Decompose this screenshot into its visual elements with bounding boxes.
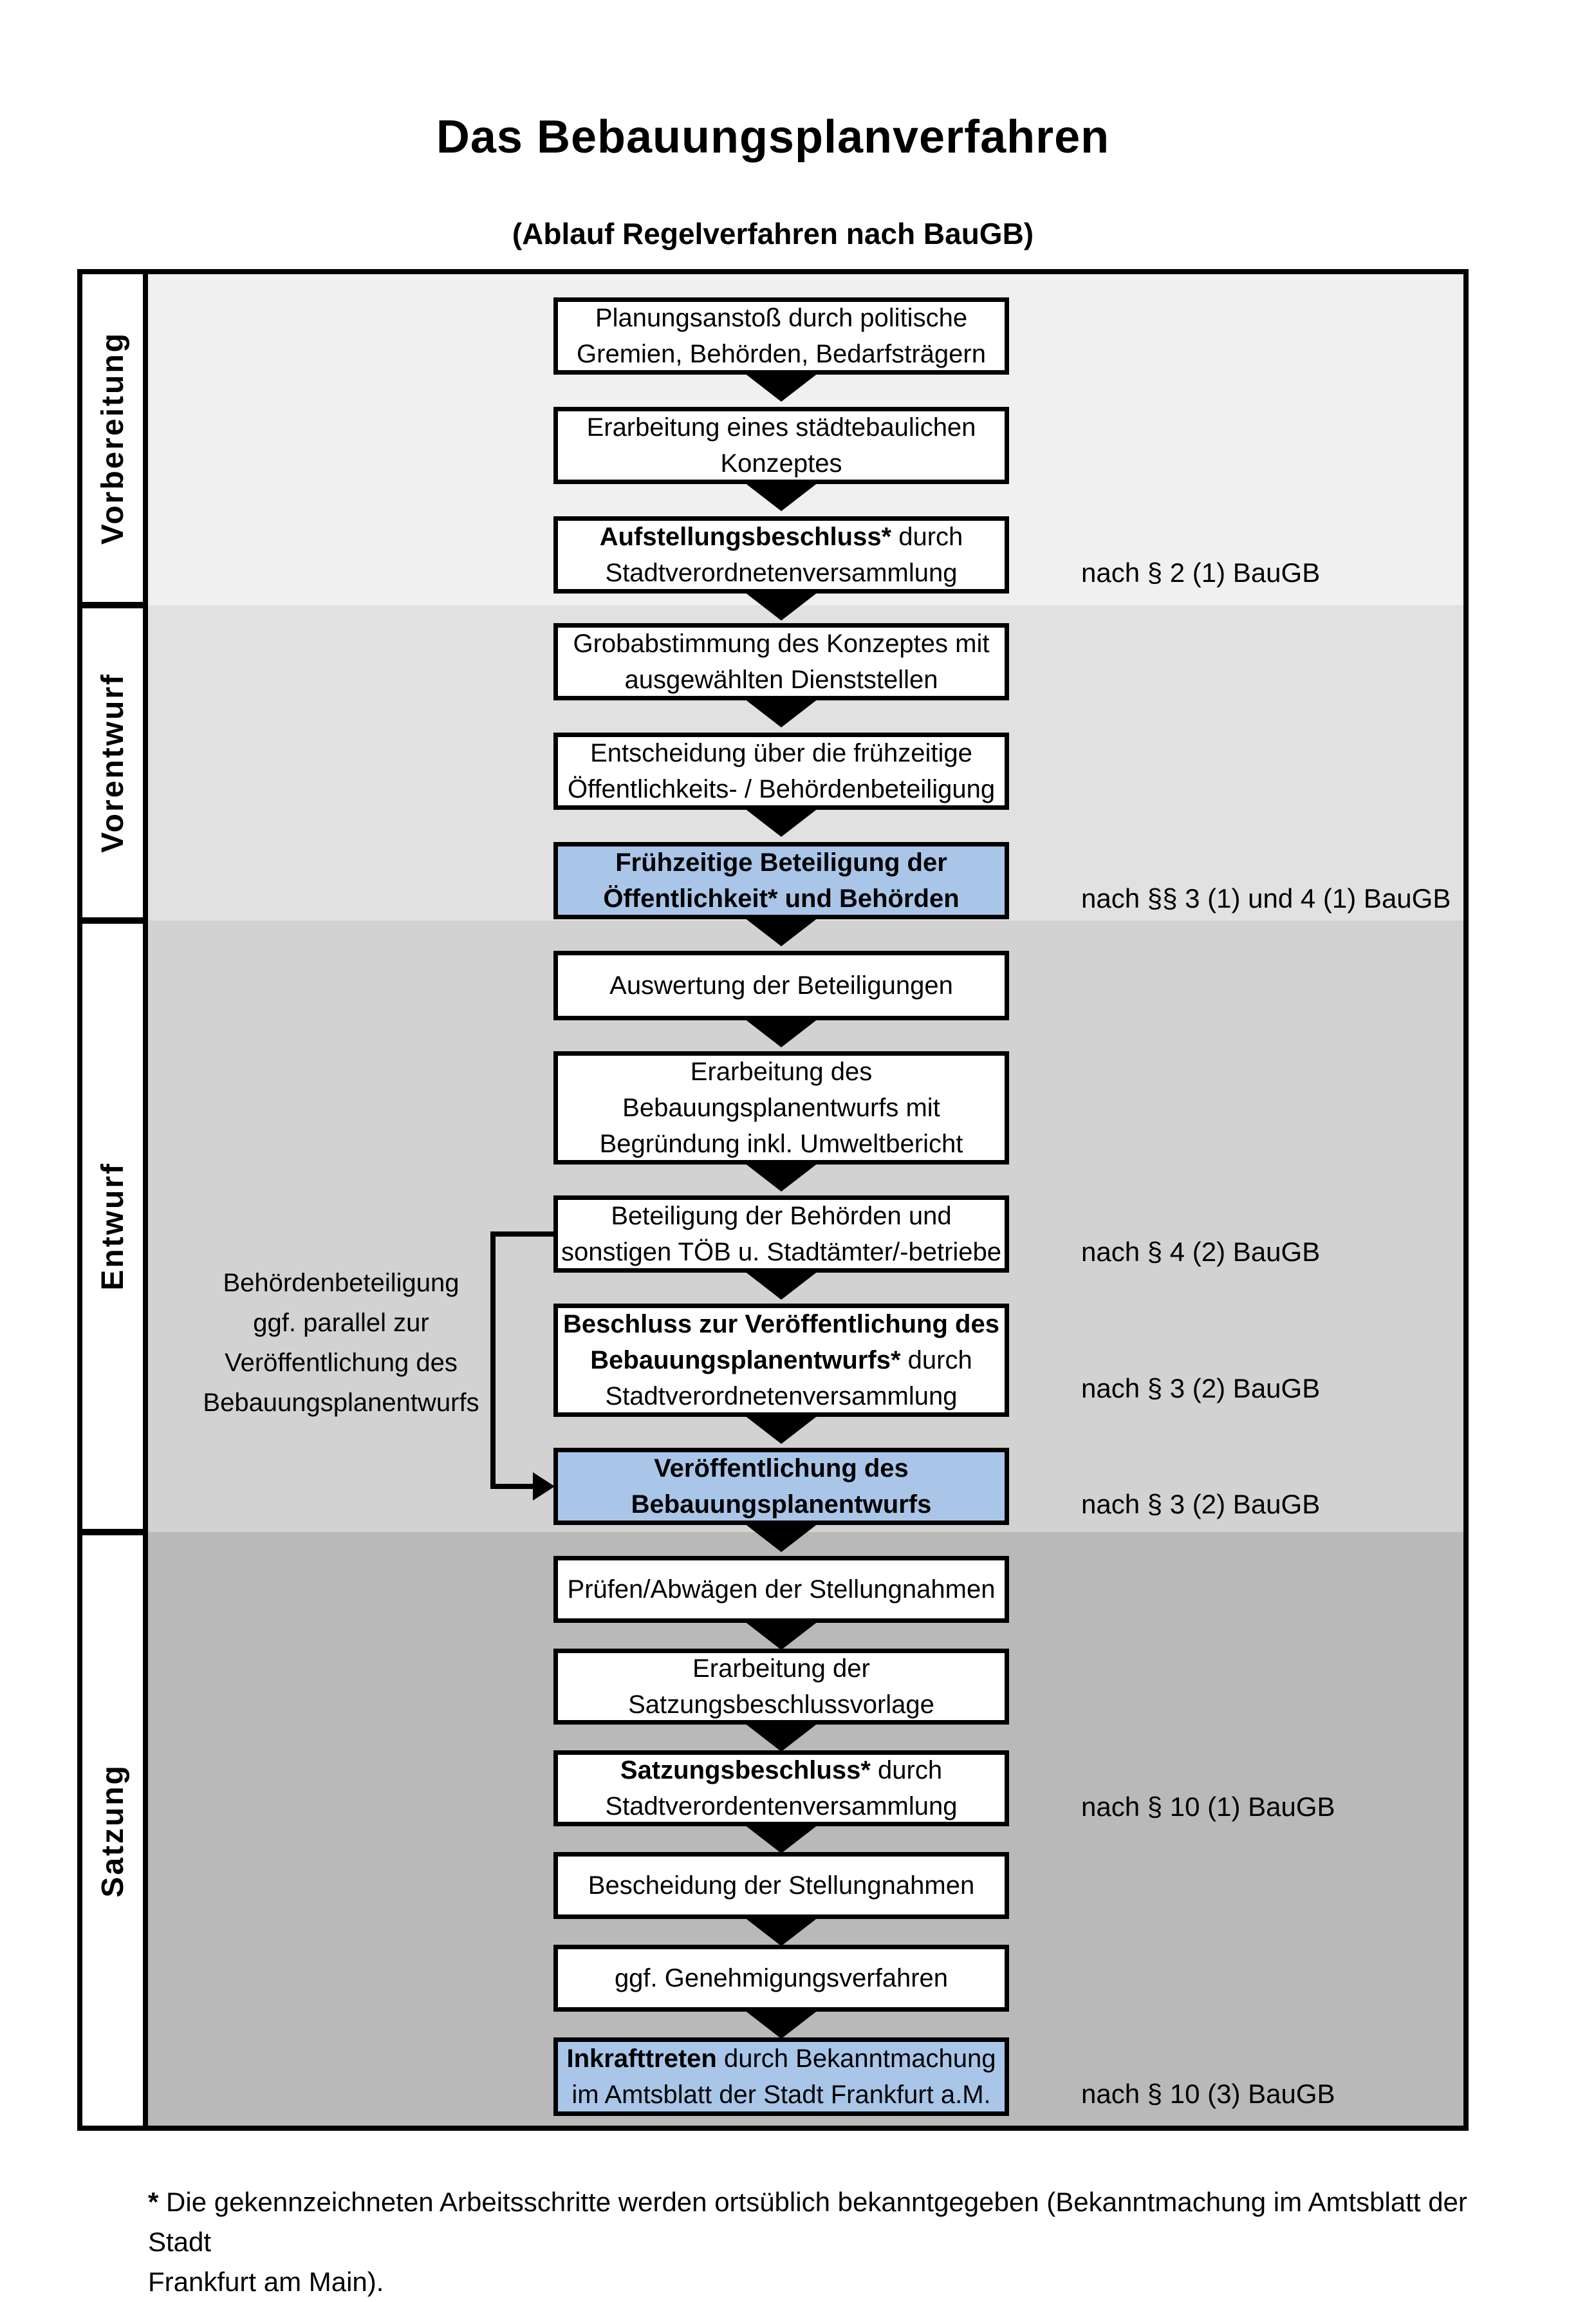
down-arrow-icon [741, 1521, 821, 1552]
down-arrow-icon [741, 1721, 821, 1752]
connector-line [490, 1231, 496, 1489]
flow-box-auswertung: Auswertung der Beteiligungen [553, 951, 1009, 1020]
down-arrow-icon [741, 1269, 821, 1300]
page-subtitle: (Ablauf Regelverfahren nach BauGB) [512, 217, 1034, 250]
legal-annotation: nach § 4 (2) BauGB [1081, 1237, 1321, 1267]
page-title: Das Bebauungsplanverfahren [436, 111, 1110, 163]
phase-label-column [82, 274, 143, 2126]
phase-column-divider [143, 274, 148, 2126]
legal-annotation: nach § 10 (3) BauGB [1081, 2079, 1335, 2109]
footnote-asterisk: * [148, 2187, 159, 2217]
side-note-line: Veröffentlichung des [225, 1349, 458, 1377]
connector-arrowhead-icon [533, 1472, 555, 1501]
down-arrow-icon [741, 697, 821, 727]
phase-separator [82, 917, 143, 924]
legal-annotation: nach § 10 (1) BauGB [1081, 1792, 1335, 1822]
flow-box-bescheidung: Bescheidung der Stellungnahmen [553, 1852, 1009, 1919]
connector-line [490, 1231, 553, 1237]
side-note-line: Bebauungsplanentwurfs [203, 1389, 479, 1417]
footnote: * Die gekennzeichneten Arbeitsschritte w… [148, 2182, 1480, 2302]
down-arrow-icon [741, 1016, 821, 1047]
down-arrow-icon [741, 915, 821, 946]
side-note: Behördenbeteiligung ggf. parallel zur Ve… [154, 1263, 528, 1423]
down-arrow-icon [741, 1413, 821, 1444]
phase-separator [82, 602, 143, 608]
down-arrow-icon [741, 1822, 821, 1853]
side-note-line: ggf. parallel zur [253, 1309, 429, 1337]
legal-annotation: nach § 3 (2) BauGB [1081, 1373, 1321, 1403]
legal-annotation: nach § 3 (2) BauGB [1081, 1489, 1321, 1519]
down-arrow-icon [741, 590, 821, 621]
down-arrow-icon [741, 1619, 821, 1650]
footnote-line2: Frankfurt am Main). [148, 2267, 384, 2297]
flow-box-pruefen-abwaegen: Prüfen/Abwägen der Stellungnahmen [553, 1556, 1009, 1623]
diagram-frame [77, 269, 1469, 2131]
flow-box-genehmigungsverfahren: ggf. Genehmigungsverfahren [553, 1945, 1009, 2012]
phase-separator [82, 1529, 143, 1535]
footnote-line1: Die gekennzeichneten Arbeitsschritte wer… [148, 2187, 1467, 2257]
connector-line [490, 1484, 535, 1489]
down-arrow-icon [741, 1161, 821, 1192]
down-arrow-icon [741, 806, 821, 837]
down-arrow-icon [741, 371, 821, 402]
legal-annotation: nach §§ 3 (1) und 4 (1) BauGB [1081, 883, 1451, 913]
down-arrow-icon [741, 1915, 821, 1946]
down-arrow-icon [741, 2008, 821, 2039]
side-note-line: Behördenbeteiligung [223, 1269, 459, 1297]
legal-annotation: nach § 2 (1) BauGB [1081, 557, 1321, 588]
down-arrow-icon [741, 480, 821, 511]
